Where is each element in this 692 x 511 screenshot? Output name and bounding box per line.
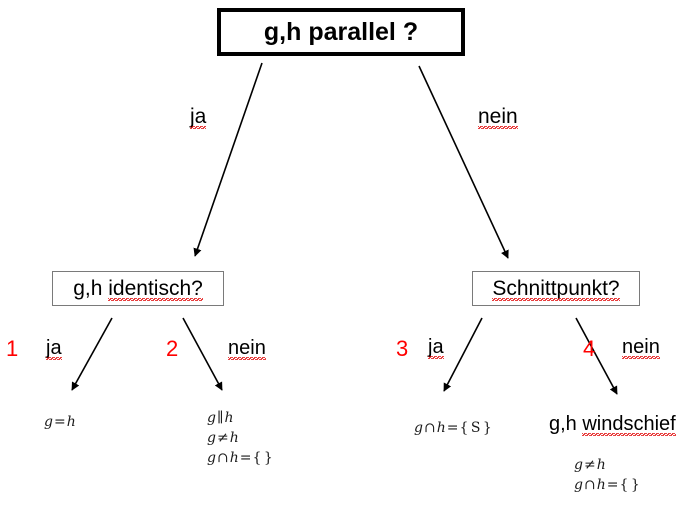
leaf-3-lhs: g bbox=[414, 420, 423, 436]
leaf-2-formulas: g∥h g≠h g∩h={ } bbox=[207, 408, 273, 468]
leaf-4-l2-op: ∩ bbox=[583, 477, 596, 493]
edge-label-nein-2: nein bbox=[228, 337, 266, 360]
root-question-label: g,h parallel ? bbox=[263, 17, 419, 46]
leaf-2-l2-op: ≠ bbox=[216, 430, 229, 446]
edge-label-nein-4-text: nein bbox=[622, 336, 660, 359]
leaf-2-l1-op: ∥ bbox=[216, 410, 224, 426]
edge-label-nein-top: nein bbox=[478, 105, 518, 129]
leaf-4-l2-rhs: h bbox=[596, 477, 606, 493]
leaf-3-op: ∩ bbox=[423, 420, 436, 436]
edge-label-nein-4: nein bbox=[622, 336, 660, 359]
arrow-left-to-leaf2 bbox=[182, 317, 223, 391]
leaf-3-formulas: g∩h={ S } bbox=[414, 418, 492, 438]
leaf-2-l2-lhs: g bbox=[207, 430, 216, 446]
decision-box-identisch-label: g,h identisch? bbox=[73, 277, 203, 301]
arrow-root-to-right bbox=[418, 65, 509, 259]
edge-label-ja-1: ja bbox=[46, 337, 62, 360]
arrow-left-to-leaf1 bbox=[71, 317, 113, 391]
leaf-1-line-1: g=h bbox=[44, 412, 76, 432]
edge-label-nein-2-text: nein bbox=[228, 337, 266, 360]
leaf-2-l3-lhs: g bbox=[207, 450, 216, 466]
outcome-number-3: 3 bbox=[396, 336, 409, 361]
leaf-4-l2-op2: = bbox=[606, 477, 619, 493]
leaf-2-l3-op2: = bbox=[239, 450, 252, 466]
leaf-2-l1-lhs: g bbox=[207, 410, 216, 426]
edge-label-ja-3-text: ja bbox=[428, 336, 444, 359]
leaf-4-line-2: g∩h={ } bbox=[574, 475, 640, 495]
leaf-3-line-1: g∩h={ S } bbox=[414, 418, 492, 438]
leaf-4-formulas: g≠h g∩h={ } bbox=[574, 455, 640, 495]
decision-box-identisch-word: identisch? bbox=[108, 277, 203, 301]
leaf-1-formulas: g=h bbox=[44, 412, 76, 432]
leaf-2-line-3: g∩h={ } bbox=[207, 448, 273, 468]
outcome-number-2: 2 bbox=[166, 336, 179, 361]
leaf-4-l1-op: ≠ bbox=[583, 457, 596, 473]
leaf-2-l2-rhs: h bbox=[229, 430, 239, 446]
leaf-4-prefix: g,h bbox=[549, 413, 583, 435]
decision-box-schnittpunkt-word: Schnittpunkt? bbox=[492, 277, 620, 301]
edge-label-ja-top: ja bbox=[190, 105, 207, 129]
edge-label-ja-1-text: ja bbox=[46, 337, 62, 360]
leaf-3-op2: = bbox=[446, 420, 459, 436]
leaf-2-l3-set: { } bbox=[252, 450, 272, 466]
arrow-right-to-leaf3 bbox=[443, 317, 483, 392]
decision-box-schnittpunkt-label: Schnittpunkt? bbox=[492, 277, 620, 301]
leaf-3-set: { S } bbox=[459, 420, 491, 436]
decision-box-identisch: g,h identisch? bbox=[52, 271, 224, 306]
decision-box-identisch-prefix: g,h bbox=[73, 277, 109, 300]
leaf-1-op: = bbox=[53, 414, 66, 430]
leaf-4-l2-lhs: g bbox=[574, 477, 583, 493]
leaf-4-l2-set: { } bbox=[619, 477, 639, 493]
edge-label-nein-top-text: nein bbox=[478, 105, 518, 129]
leaf-2-l3-rhs: h bbox=[229, 450, 239, 466]
edge-label-ja-3: ja bbox=[428, 336, 444, 359]
leaf-1-rhs: h bbox=[66, 414, 76, 430]
root-question-box: g,h parallel ? bbox=[217, 8, 465, 56]
leaf-4-label: g,h windschief bbox=[549, 413, 677, 436]
leaf-4-line-1: g≠h bbox=[574, 455, 639, 475]
leaf-1-lhs: g bbox=[44, 414, 53, 430]
outcome-number-4: 4 bbox=[583, 336, 596, 361]
leaf-2-l3-op: ∩ bbox=[216, 450, 229, 466]
leaf-4-word: windschief bbox=[582, 413, 677, 436]
outcome-number-1: 1 bbox=[6, 336, 19, 361]
leaf-2-l1-rhs: h bbox=[224, 410, 234, 426]
leaf-4-l1-lhs: g bbox=[574, 457, 583, 473]
leaf-2-line-2: g≠h bbox=[207, 428, 272, 448]
leaf-4-l1-rhs: h bbox=[596, 457, 606, 473]
decision-box-schnittpunkt: Schnittpunkt? bbox=[472, 271, 640, 306]
leaf-3-rhs: h bbox=[436, 420, 446, 436]
arrow-root-to-left bbox=[193, 62, 263, 257]
leaf-2-line-1: g∥h bbox=[207, 408, 272, 428]
edge-label-ja-top-text: ja bbox=[190, 105, 207, 129]
